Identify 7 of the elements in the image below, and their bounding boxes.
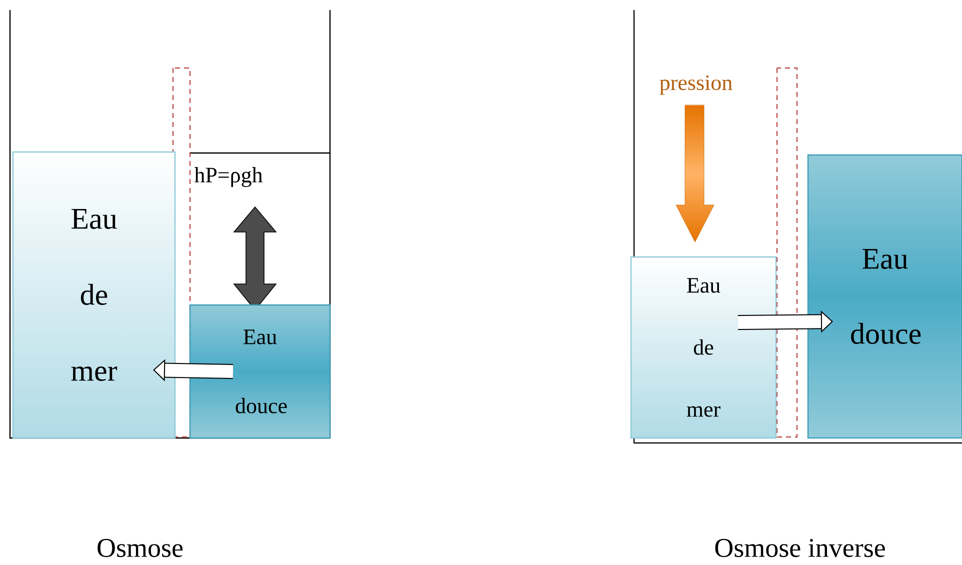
water-box: Eau de mer xyxy=(630,256,777,439)
caption: Osmose inverse xyxy=(715,538,885,558)
force-label: pression xyxy=(660,75,732,95)
water-box: Eau douce xyxy=(807,154,962,439)
caption: Osmose xyxy=(98,538,183,558)
water-box: Eau douce xyxy=(189,304,331,439)
water-box: Eau de mer xyxy=(12,151,176,439)
